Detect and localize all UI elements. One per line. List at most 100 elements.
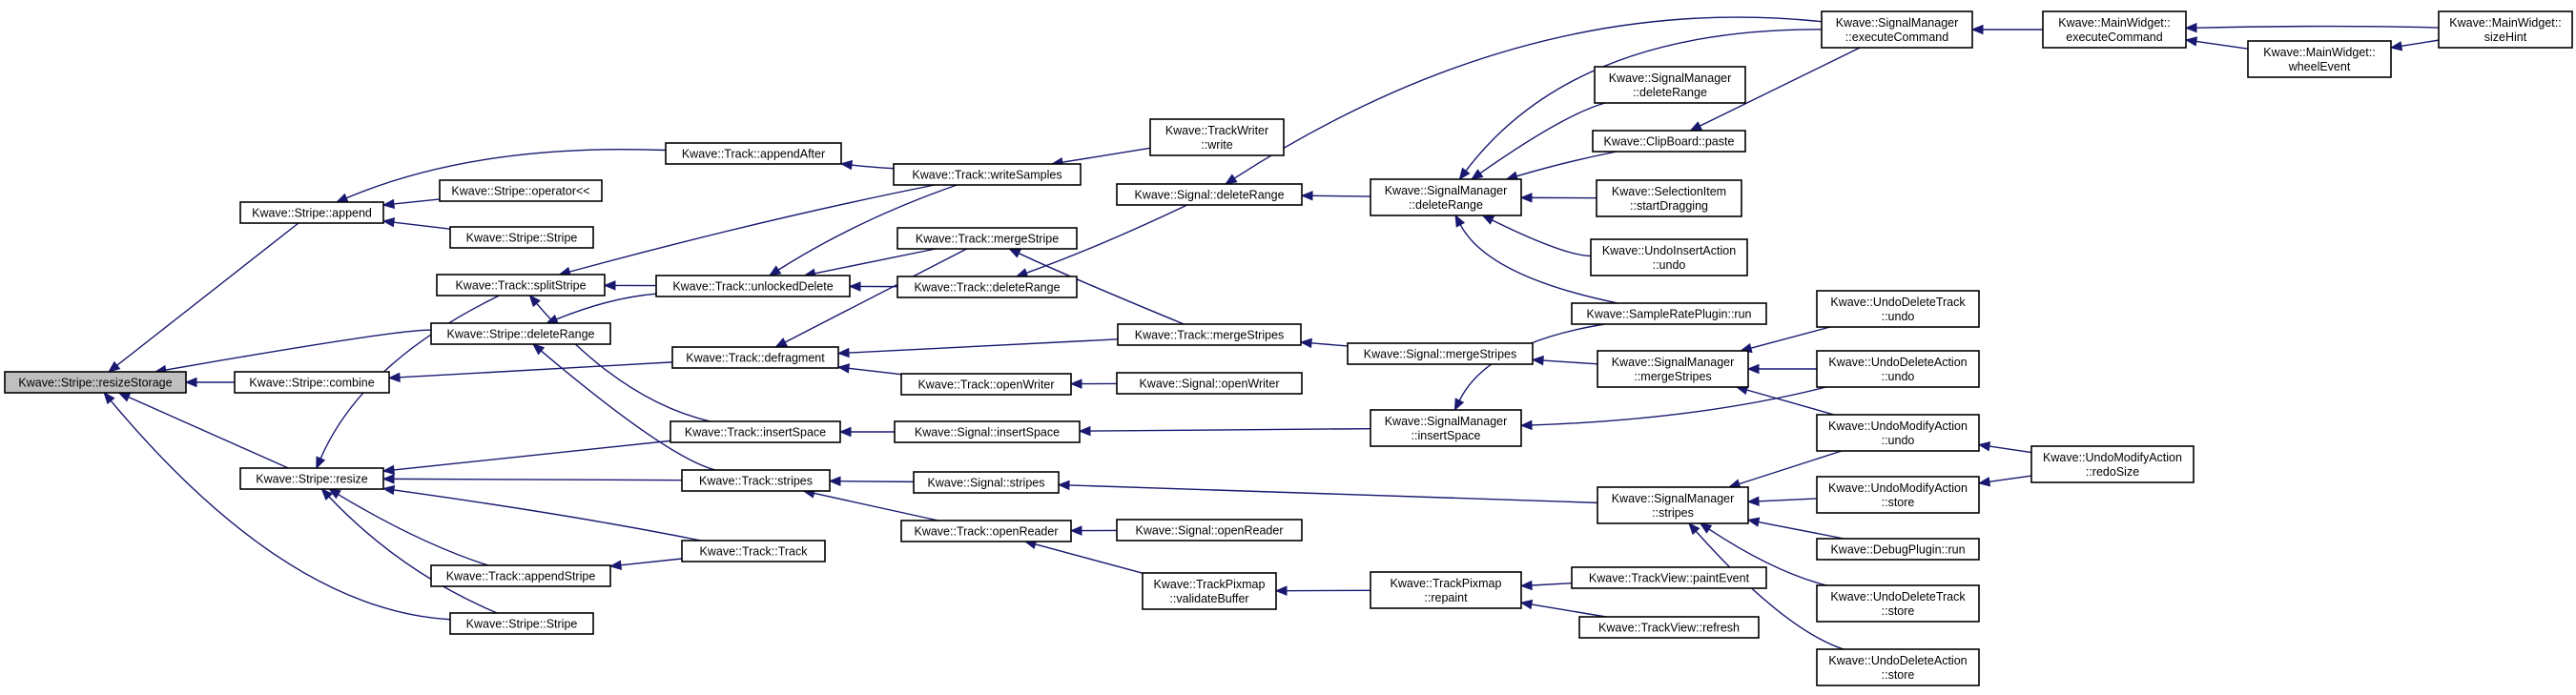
graph-node-samplerate-run[interactable]: Kwave::SampleRatePlugin::run [1571,302,1767,325]
graph-node-trackwriter-write[interactable]: Kwave::TrackWriter::write [1149,118,1285,156]
graph-node-stripe-combine[interactable]: Kwave::Stripe::combine [234,371,390,394]
arrowhead-icon [1299,337,1312,349]
node-box [1370,409,1522,447]
graph-node-undoinsert-undo[interactable]: Kwave::UndoInsertAction::undo [1590,238,1748,276]
arrowhead-icon [335,193,349,203]
graph-node-track-openwriter[interactable]: Kwave::Track::openWriter [900,373,1072,396]
graph-node-track-stripes[interactable]: Kwave::Track::stripes [681,469,831,492]
graph-node-stripe-stripe2[interactable]: Kwave::Stripe::Stripe [449,612,594,635]
graph-node-signal-deleterange[interactable]: Kwave::Signal::deleteRange [1116,183,1303,206]
node-label: Kwave::Track::appendAfter [682,148,825,161]
graph-node-stripe-resize[interactable]: Kwave::Stripe::resize [239,467,384,490]
graph-node-stripe-stripe1[interactable]: Kwave::Stripe::Stripe [449,226,594,249]
graph-node-track-mergestripe[interactable]: Kwave::Track::mergeStripe [896,227,1078,250]
graph-node-debug-run[interactable]: Kwave::DebugPlugin::run [1816,538,1980,561]
node-label: ::mergeStripes [1634,370,1711,383]
node-box [449,612,594,635]
graph-node-sm-deleterange[interactable]: Kwave::SignalManager::deleteRange [1370,178,1522,216]
arrowhead-icon [381,464,395,476]
graph-node-sm-stripes[interactable]: Kwave::SignalManager::stripes [1597,486,1749,524]
graph-node-undodeletetrack-store[interactable]: Kwave::UndoDeleteTrack::store [1816,584,1980,623]
arrowhead-icon [836,347,850,358]
graph-node-track-appendstripe[interactable]: Kwave::Track::appendStripe [430,564,611,587]
node-box [2438,10,2573,49]
node-box [1596,179,1742,217]
graph-node-undomodify-undo[interactable]: Kwave::UndoModifyAction::undo [1816,414,1980,452]
graph-node-stripe-operator[interactable]: Kwave::Stripe::operator<< [439,179,603,202]
graph-node-trackview-refresh[interactable]: Kwave::TrackView::refresh [1578,616,1760,639]
graph-node-trackpixmap-repaint[interactable]: Kwave::TrackPixmap::repaint [1370,571,1522,609]
graph-node-undodeletetrack-undo[interactable]: Kwave::UndoDeleteTrack::undo [1816,290,1980,328]
node-label: ::redoSize [2086,465,2139,479]
node-box [1597,486,1749,524]
graph-node-track-deleterange[interactable]: Kwave::Track::deleteRange [896,276,1078,298]
call-edge-line [1739,450,1843,485]
graph-node-stripe-deleterange[interactable]: Kwave::Stripe::deleteRange [430,322,611,345]
graph-node-undomodify-store[interactable]: Kwave::UndoModifyAction::store [1816,476,1980,514]
graph-node-signal-mergestripes[interactable]: Kwave::Signal::mergeStripes [1347,342,1534,365]
graph-node-track-unlockeddelete[interactable]: Kwave::Track::unlockedDelete [655,275,851,297]
graph-node-signal-openreader[interactable]: Kwave::Signal::openReader [1116,519,1303,542]
node-label: Kwave::Signal::openReader [1136,524,1284,538]
call-edge-line [1531,603,1607,618]
node-label: ::repaint [1424,591,1468,604]
graph-node-signal-openwriter[interactable]: Kwave::Signal::openWriter [1116,372,1303,395]
graph-node-sm-execute[interactable]: Kwave::SignalManager::executeCommand [1821,10,1973,49]
graph-node-clipboard-paste[interactable]: Kwave::ClipBoard::paste [1592,130,1746,153]
node-box [430,322,611,345]
arrowhead-icon [387,372,401,383]
graph-node-sm-mergestripes[interactable]: Kwave::SignalManager::mergeStripes [1597,350,1749,388]
call-edge [848,281,898,292]
node-label: Kwave::Track::stripes [699,475,813,488]
graph-node-track-appendafter[interactable]: Kwave::Track::appendAfter [665,142,842,165]
graph-node-trackpixmap-validate[interactable]: Kwave::TrackPixmap::validateBuffer [1142,572,1277,610]
arrowhead-icon [1746,517,1761,527]
graph-node-undodeleteaction-store[interactable]: Kwave::UndoDeleteAction::store [1816,648,1980,686]
node-box [2030,445,2195,483]
node-label: ::deleteRange [1633,86,1707,99]
graph-node-selection-drag[interactable]: Kwave::SelectionItem::startDragging [1596,179,1742,217]
node-box [1594,66,1746,104]
node-box [1821,10,1973,49]
graph-node-undomodify-redo[interactable]: Kwave::UndoModifyAction::redoSize [2030,445,2195,483]
graph-node-signal-stripes[interactable]: Kwave::Signal::stripes [913,471,1060,494]
graph-node-track-insertspace[interactable]: Kwave::Track::insertSpace [670,420,841,443]
call-edge [184,377,235,388]
node-label: Kwave::Track::openWriter [917,378,1054,392]
call-edge-line [128,396,289,469]
graph-node-mw-sizehint[interactable]: Kwave::MainWidget::sizeHint [2438,10,2573,49]
call-edge [1746,496,1818,507]
arrowhead-icon [107,360,121,373]
call-edge [802,488,939,521]
graph-node-sm-insertspace[interactable]: Kwave::SignalManager::insertSpace [1370,409,1522,447]
graph-node-sm-deleterange2[interactable]: Kwave::SignalManager::deleteRange [1594,66,1746,104]
call-edge [1224,16,1823,185]
arrowhead-icon [1746,363,1760,375]
graph-node-mw-execute[interactable]: Kwave::MainWidget::executeCommand [2042,10,2187,49]
node-label: ::store [1882,668,1915,682]
node-box [449,226,594,249]
node-label: Kwave::SignalManager [1612,356,1735,369]
call-edge [1688,522,1844,650]
graph-node-track-defragment[interactable]: Kwave::Track::defragment [671,346,839,369]
node-label: Kwave::Track::appendStripe [446,570,596,583]
call-edge-line [1061,147,1151,163]
node-label: ::insertSpace [1412,429,1481,442]
arrowhead-icon [184,377,197,388]
graph-node-mw-wheel[interactable]: Kwave::MainWidget::wheelEvent [2247,40,2392,78]
graph-node-signal-insertspace[interactable]: Kwave::Signal::insertSpace [894,420,1081,443]
graph-node-stripe-append[interactable]: Kwave::Stripe::append [239,201,384,224]
graph-node-track-mergestripes[interactable]: Kwave::Track::mergeStripes [1117,323,1302,346]
graph-node-undodeleteaction-undo[interactable]: Kwave::UndoDeleteAction::undo [1816,350,1980,388]
graph-node-track-splitstripe[interactable]: Kwave::Track::splitStripe [436,274,606,296]
node-box [430,564,611,587]
call-edge [1519,193,1597,203]
graph-node-track-track[interactable]: Kwave::Track::Track [681,540,826,562]
graph-node-resizestorage[interactable]: Kwave::Stripe::resizeStorage [4,371,187,394]
graph-node-trackview-paint[interactable]: Kwave::TrackView::paintEvent [1571,566,1767,589]
node-label: Kwave::TrackView::refresh [1598,622,1740,635]
graph-node-track-writesamples[interactable]: Kwave::Track::writeSamples [893,163,1082,186]
call-edge [2389,39,2440,51]
graph-node-track-openreader[interactable]: Kwave::Track::openReader [900,520,1072,542]
node-label: ::stripes [1652,506,1694,520]
